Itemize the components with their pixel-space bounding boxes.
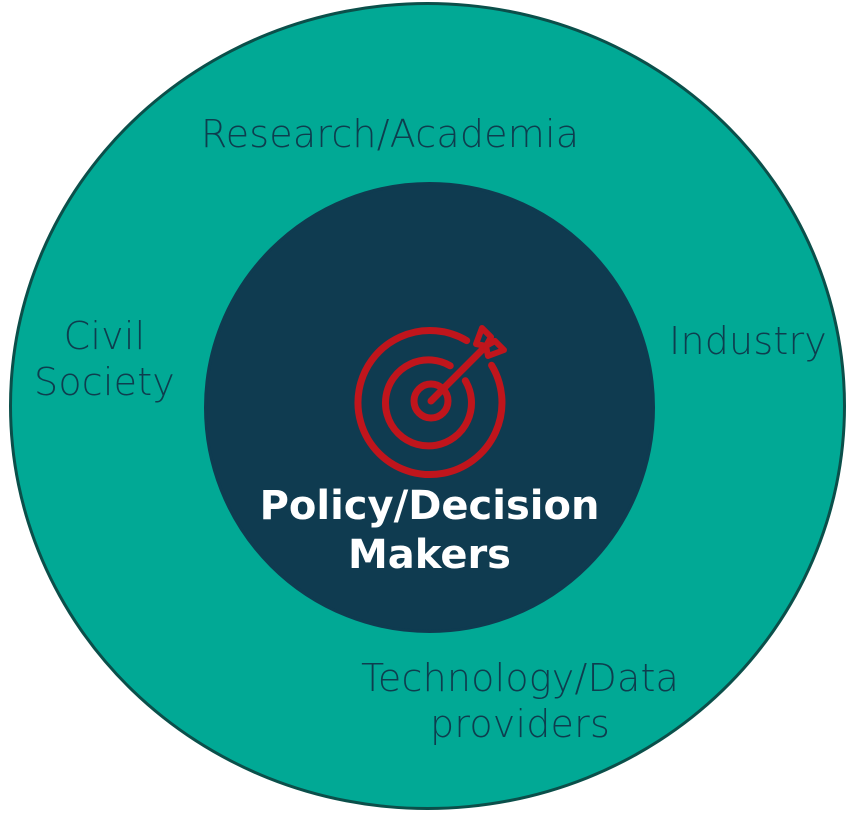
label-research-academia: Research/Academia [0,111,780,157]
label-civil-society: Civil Society [12,313,197,406]
label-industry: Industry [656,318,840,364]
label-civil-line-2: Society [34,360,175,405]
target-arrow-icon [354,325,507,478]
label-tech-line-2: providers [430,702,610,747]
label-technology-data-providers: Technology/Data providers [300,655,740,748]
label-research-academia-text: Research/Academia [200,112,580,156]
label-tech-line-1: Technology/Data [360,656,680,700]
core-title-line-2: Makers [348,531,511,578]
label-industry-text: Industry [669,319,827,363]
core-title-policy-decision-makers: Policy/Decision Makers [204,482,655,580]
core-title-line-1: Policy/Decision [259,483,600,529]
inner-core-circle [204,182,655,633]
label-civil-line-1: Civil [63,314,146,358]
